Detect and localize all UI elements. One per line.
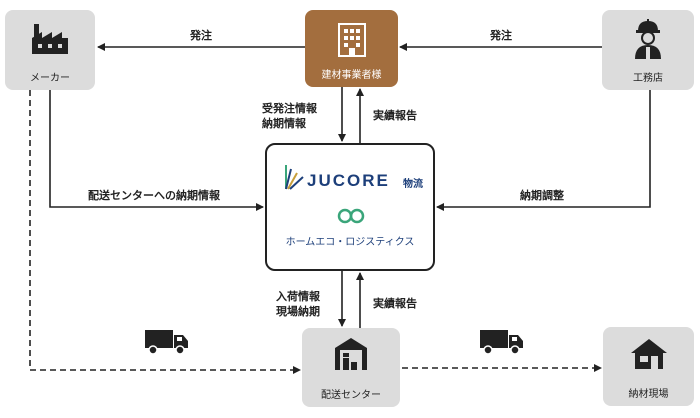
- node-dealer: 建材事業者様: [305, 10, 398, 87]
- homeeco-logo-icon: [337, 208, 365, 224]
- truck-icon: [145, 330, 188, 355]
- node-contractor: 工務店: [602, 10, 694, 90]
- hub-box: JUCORE 物流 ホームエコ・ロジスティクス: [265, 143, 435, 271]
- jucore-brand: JUCORE: [307, 171, 390, 190]
- label-dealer-to-hub: 受発注情報 納期情報: [262, 102, 317, 130]
- label-center-to-hub: 実績報告: [373, 297, 417, 310]
- maker-label: メーカー: [30, 73, 70, 84]
- center-label: 配送センター: [321, 390, 381, 401]
- contractor-label: 工務店: [633, 73, 663, 84]
- factory-icon: [32, 24, 68, 54]
- warehouse-icon: [335, 338, 367, 370]
- label-hub-to-dealer: 実績報告: [373, 109, 417, 122]
- label-hub-to-center: 入荷情報 現場納期: [276, 290, 320, 318]
- dealer-label: 建材事業者様: [321, 70, 382, 81]
- truck-icon: [480, 330, 523, 355]
- label-order-right: 発注: [490, 29, 512, 42]
- jucore-suffix: 物流: [403, 179, 423, 190]
- building-icon: [338, 23, 366, 57]
- label-maker-to-hub: 配送センターへの納期情報: [88, 189, 220, 202]
- homeeco-brand: ホームエコ・ロジスティクス: [285, 237, 415, 248]
- node-maker: メーカー: [5, 10, 95, 90]
- jucore-logo-icon: [285, 165, 304, 190]
- site-label: 納材現場: [628, 389, 669, 400]
- node-site: 納材現場: [603, 327, 694, 406]
- label-order-left: 発注: [190, 29, 212, 42]
- node-center: 配送センター: [302, 328, 400, 407]
- house-icon: [631, 339, 667, 369]
- label-hub-to-contractor: 納期調整: [520, 189, 564, 202]
- worker-icon: [635, 19, 661, 59]
